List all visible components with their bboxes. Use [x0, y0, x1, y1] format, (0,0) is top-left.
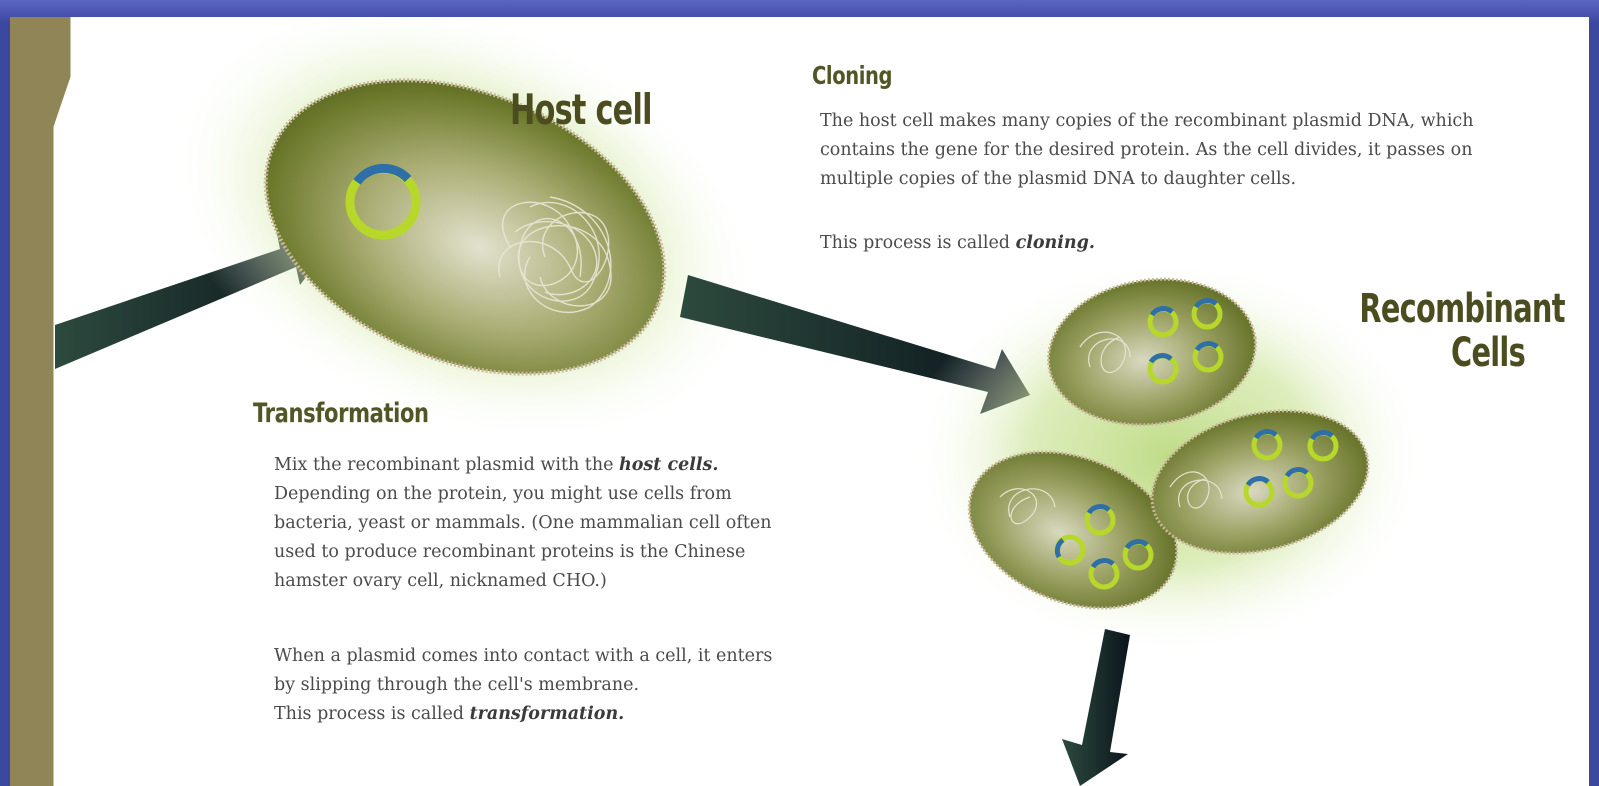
recombinant-label-line2: Cells [1359, 331, 1525, 375]
cloning-process-note: This process is called cloning. [820, 229, 1500, 258]
transformation-term: transformation. [470, 704, 625, 724]
transformation-paragraph: Mix the recombinant plasmid with the hos… [274, 451, 799, 596]
transformation-process-prefix: This process is called [274, 704, 470, 724]
arrow-icon [1062, 629, 1130, 786]
recombinant-cells-label: Recombinant Cells [1359, 287, 1525, 375]
slide-content: Host cell Cloning The host cell makes ma… [10, 17, 1589, 786]
host-cell-label: Host cell [510, 87, 652, 133]
host-cells-term: host cells. [619, 455, 718, 475]
cloning-term: cloning. [1016, 233, 1095, 253]
cloning-paragraph-text: The host cell makes many copies of the r… [820, 111, 1474, 189]
transformation-heading: Transformation [253, 398, 429, 429]
recombinant-label-line1: Recombinant [1359, 287, 1525, 331]
transformation-paragraph-rest: Depending on the protein, you might use … [274, 484, 771, 591]
plasmid-entry-note: When a plasmid comes into contact with a… [274, 642, 799, 729]
plasmid-entry-text: When a plasmid comes into contact with a… [274, 646, 772, 695]
cloning-process-prefix: This process is called [820, 233, 1016, 253]
cloning-heading: Cloning [812, 61, 892, 90]
transformation-paragraph-prefix: Mix the recombinant plasmid with the [274, 455, 619, 475]
cloning-paragraph: The host cell makes many copies of the r… [820, 107, 1500, 194]
